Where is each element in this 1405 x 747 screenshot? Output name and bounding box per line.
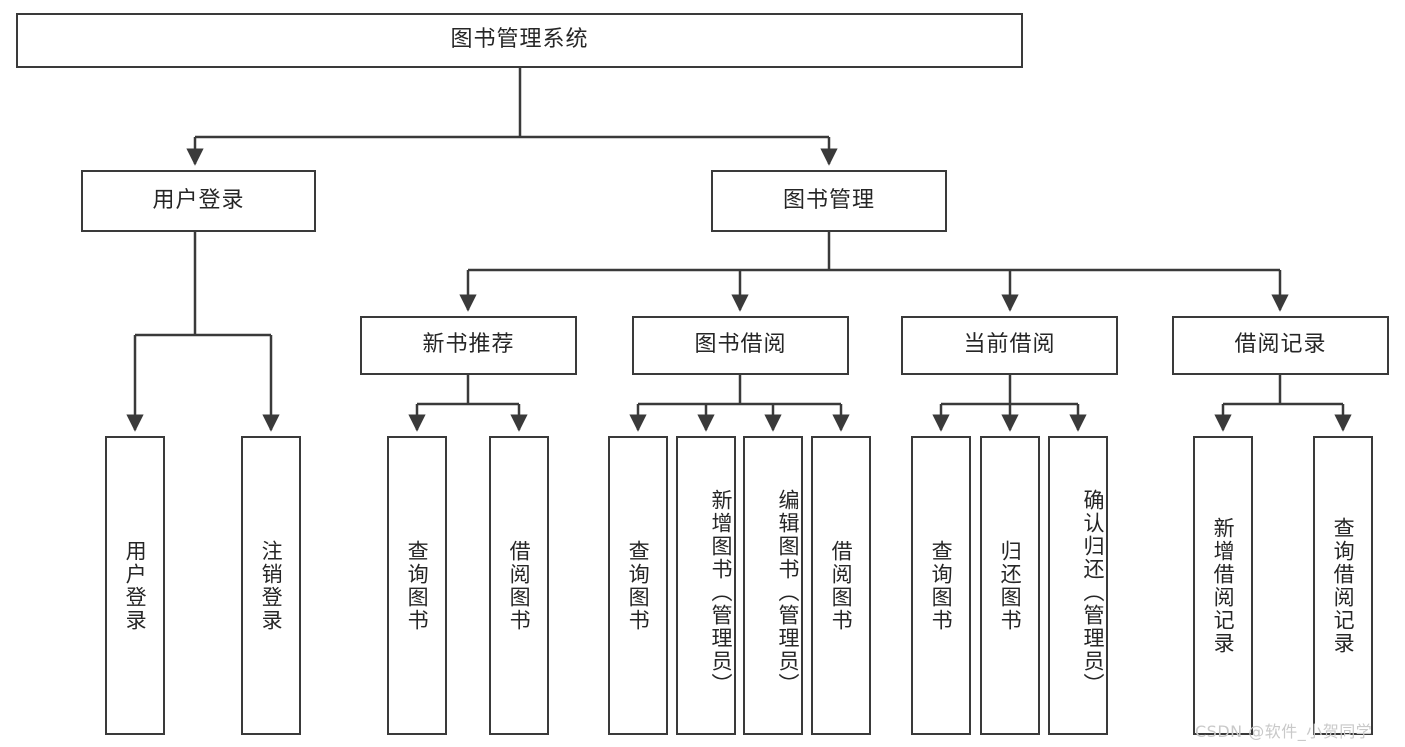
node-leaf-add-record[interactable]: 新增借阅记录	[1193, 436, 1253, 735]
node-leaf-user-login[interactable]: 用户登录	[105, 436, 165, 735]
node-leaf-query-book-3[interactable]: 查询图书	[911, 436, 971, 735]
node-user-login[interactable]: 用户登录	[81, 170, 316, 232]
node-leaf-borrow-book-2[interactable]: 借阅图书	[811, 436, 871, 735]
node-leaf-return-book[interactable]: 归还图书	[980, 436, 1040, 735]
node-leaf-user-logout[interactable]: 注销登录	[241, 436, 301, 735]
node-book-manage[interactable]: 图书管理	[711, 170, 947, 232]
node-leaf-borrow-book-1[interactable]: 借阅图书	[489, 436, 549, 735]
node-leaf-confirm-return[interactable]: 确认归还（管理员）	[1048, 436, 1108, 735]
csdn-watermark: CSDN @软件_小贺同学	[1195, 722, 1373, 741]
node-root[interactable]: 图书管理系统	[16, 13, 1023, 68]
node-leaf-query-book-1[interactable]: 查询图书	[387, 436, 447, 735]
node-leaf-add-book[interactable]: 新增图书（管理员）	[676, 436, 736, 735]
node-leaf-query-book-2[interactable]: 查询图书	[608, 436, 668, 735]
node-leaf-edit-book[interactable]: 编辑图书（管理员）	[743, 436, 803, 735]
node-book-borrow[interactable]: 图书借阅	[632, 316, 849, 375]
node-borrow-record[interactable]: 借阅记录	[1172, 316, 1389, 375]
node-leaf-query-record[interactable]: 查询借阅记录	[1313, 436, 1373, 735]
node-current-borrow[interactable]: 当前借阅	[901, 316, 1118, 375]
node-new-book-recommend[interactable]: 新书推荐	[360, 316, 577, 375]
